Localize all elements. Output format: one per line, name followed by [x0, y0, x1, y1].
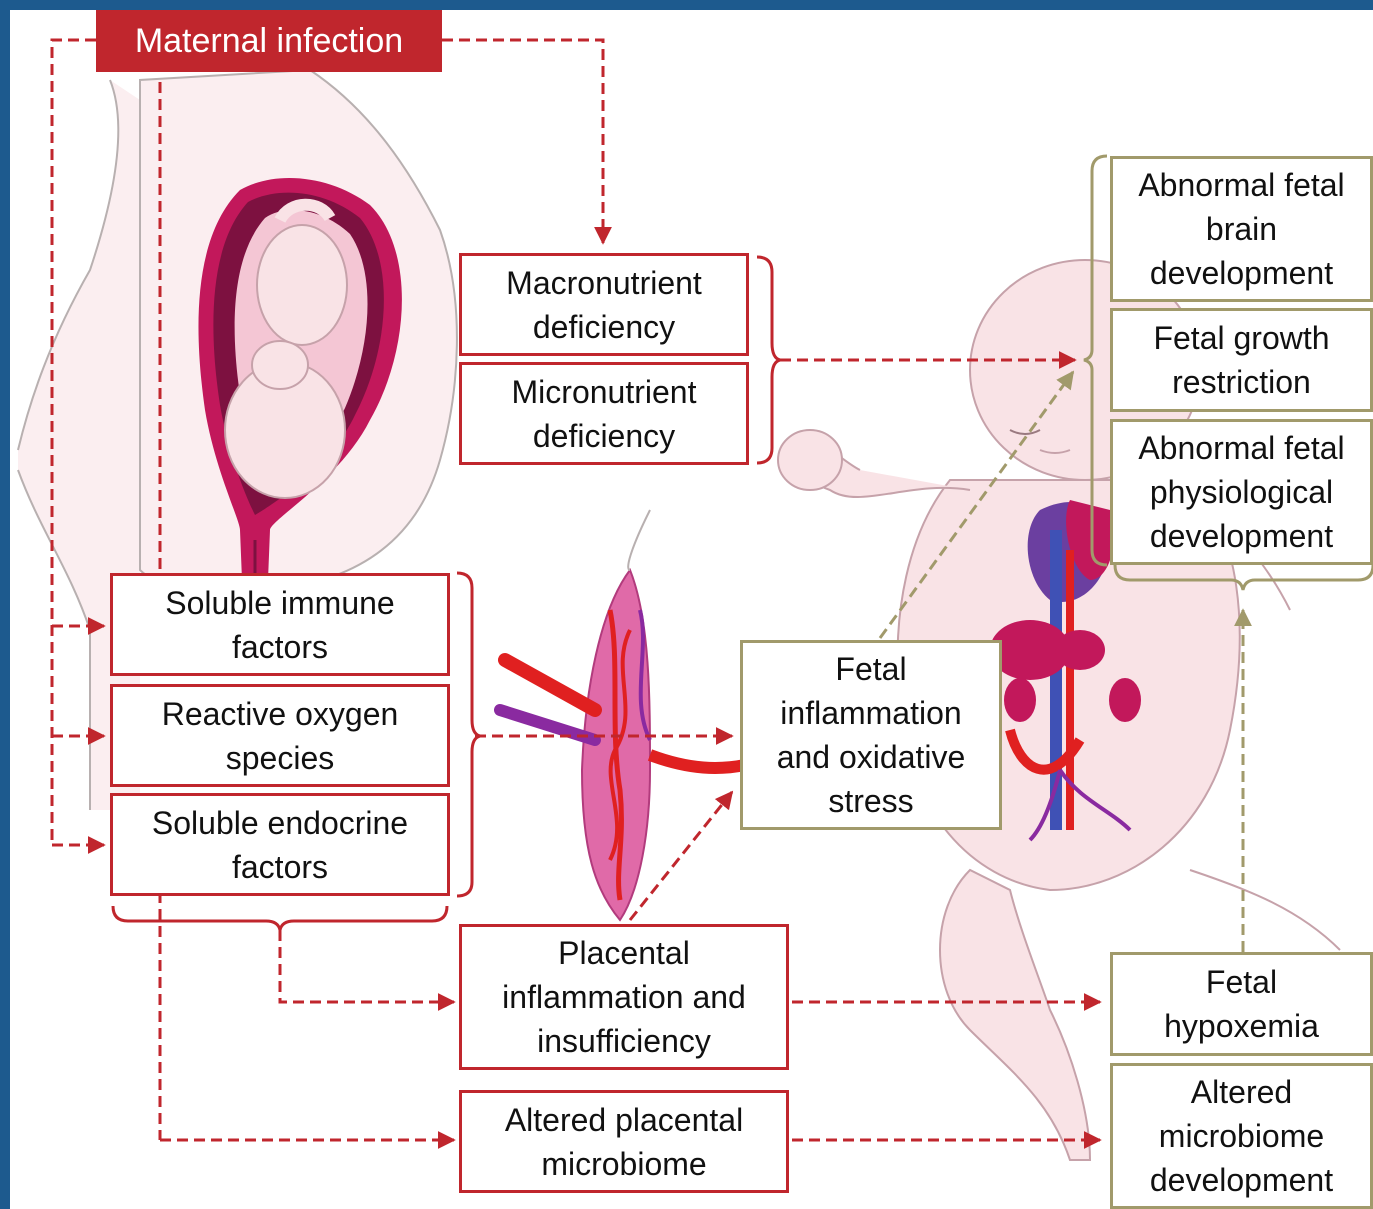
soluble-endocrine-factors-label: Soluble endocrine factors: [152, 801, 408, 889]
diagram-canvas: Maternal infection Macronutrient deficie…: [10, 10, 1373, 1209]
abnormal-brain-development-label: Abnormal fetal brain development: [1138, 163, 1344, 295]
placental-inflammation-label: Placental inflammation and insufficiency: [502, 931, 746, 1063]
altered-placental-microbiome-box: Altered placental microbiome: [459, 1090, 789, 1193]
fetal-inflammation-label: Fetal inflammation and oxidative stress: [777, 647, 966, 823]
macronutrient-deficiency-box: Macronutrient deficiency: [459, 253, 749, 356]
fetal-growth-restriction-label: Fetal growth restriction: [1153, 316, 1329, 404]
altered-microbiome-development-box: Altered microbiome development: [1110, 1063, 1373, 1209]
maternal-infection-box: Maternal infection: [96, 10, 442, 72]
abnormal-physiological-development-label: Abnormal fetal physiological development: [1138, 426, 1344, 558]
placenta-illustration: [500, 510, 745, 920]
arrow-brace-to-placental-inflammation: [280, 930, 454, 1002]
abnormal-brain-development-box: Abnormal fetal brain development: [1110, 156, 1373, 302]
brace-deficiency: [757, 257, 780, 463]
fetal-hypoxemia-box: Fetal hypoxemia: [1110, 952, 1373, 1056]
arrow-infection-to-macronutrient: [442, 40, 603, 243]
reactive-oxygen-species-box: Reactive oxygen species: [110, 684, 450, 787]
soluble-immune-factors-box: Soluble immune factors: [110, 573, 450, 676]
placental-inflammation-box: Placental inflammation and insufficiency: [459, 924, 789, 1070]
maternal-infection-label: Maternal infection: [135, 19, 403, 63]
fetal-hypoxemia-label: Fetal hypoxemia: [1164, 960, 1319, 1048]
reactive-oxygen-species-label: Reactive oxygen species: [162, 692, 399, 780]
brace-factors: [457, 573, 480, 896]
altered-microbiome-development-label: Altered microbiome development: [1150, 1070, 1333, 1202]
micronutrient-deficiency-label: Micronutrient deficiency: [512, 370, 697, 458]
fetal-growth-restriction-box: Fetal growth restriction: [1110, 308, 1373, 412]
altered-placental-microbiome-label: Altered placental microbiome: [505, 1098, 743, 1186]
micronutrient-deficiency-box: Micronutrient deficiency: [459, 362, 749, 465]
fetal-inflammation-box: Fetal inflammation and oxidative stress: [740, 640, 1002, 830]
abnormal-physiological-development-box: Abnormal fetal physiological development: [1110, 419, 1373, 565]
brace-bottom: [113, 906, 447, 930]
soluble-immune-factors-label: Soluble immune factors: [165, 581, 394, 669]
macronutrient-deficiency-label: Macronutrient deficiency: [506, 261, 702, 349]
soluble-endocrine-factors-box: Soluble endocrine factors: [110, 793, 450, 896]
